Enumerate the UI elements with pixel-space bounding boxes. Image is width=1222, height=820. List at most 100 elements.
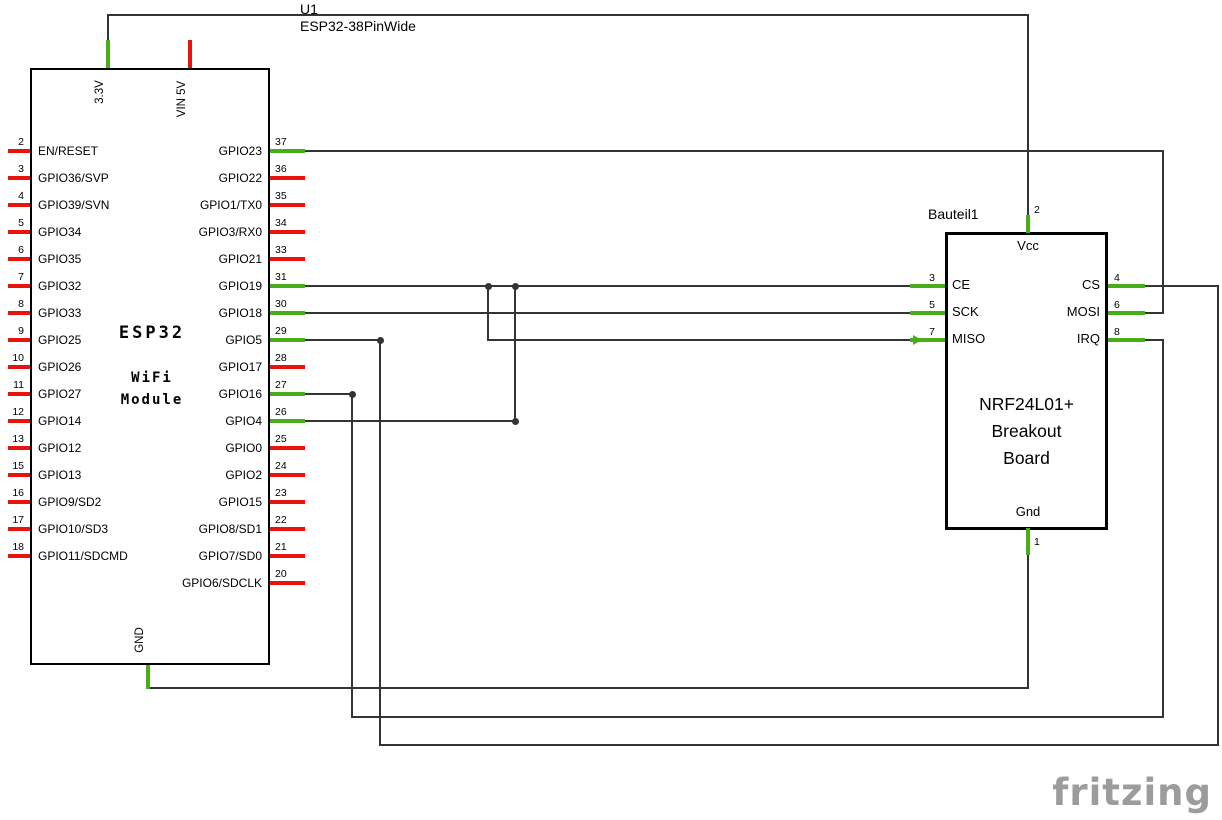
pin-VIN 5V[interactable] (188, 40, 192, 68)
pin-CE[interactable] (910, 284, 945, 288)
pin-SCK[interactable] (910, 311, 945, 315)
pin-GPIO32[interactable] (8, 284, 30, 288)
pin-GPIO13[interactable] (8, 473, 30, 477)
wire-3v3-to-vcc[interactable] (107, 14, 109, 41)
pin-GPIO8/SD1[interactable] (270, 527, 305, 531)
pin-GPIO14[interactable] (8, 419, 30, 423)
pin-label-GPIO21: GPIO21 (218, 252, 262, 266)
wire-gpio5-to-cs[interactable] (379, 339, 381, 746)
pin-GPIO5[interactable] (270, 338, 305, 342)
wire-gpio16-to-irq[interactable] (351, 716, 1164, 718)
pin-GPIO0[interactable] (270, 446, 305, 450)
wire-gpio19-to-miso[interactable] (304, 285, 516, 287)
pin-GPIO7/SD0[interactable] (270, 554, 305, 558)
pin-number-33: 33 (275, 244, 287, 256)
pin-GPIO18[interactable] (270, 311, 305, 315)
wire-gpio23-to-mosi[interactable] (1144, 312, 1164, 314)
wire-gpio5-to-cs[interactable] (1217, 285, 1219, 746)
pin-Gnd[interactable] (1026, 528, 1030, 555)
pin-GPIO33[interactable] (8, 311, 30, 315)
pin-MOSI[interactable] (1108, 311, 1145, 315)
pin-GPIO3/RX0[interactable] (270, 230, 305, 234)
wire-3v3-to-vcc[interactable] (1027, 14, 1029, 216)
wire-bendpoint[interactable] (485, 283, 492, 290)
pin-GPIO9/SD2[interactable] (8, 500, 30, 504)
pin-GPIO27[interactable] (8, 392, 30, 396)
pin-number-35: 35 (275, 190, 287, 202)
pin-GPIO10/SD3[interactable] (8, 527, 30, 531)
wire-bendpoint[interactable] (349, 391, 356, 398)
wire-bendpoint[interactable] (512, 283, 519, 290)
pin-GPIO21[interactable] (270, 257, 305, 261)
wire-gnd-to-gnd[interactable] (1027, 554, 1029, 689)
wire-gpio16-to-irq[interactable] (304, 393, 353, 395)
pin-GPIO19[interactable] (270, 284, 305, 288)
pin-CS[interactable] (1108, 284, 1145, 288)
pin-MISO[interactable] (910, 338, 945, 342)
pin-GPIO35[interactable] (8, 257, 30, 261)
wire-gpio23-to-mosi[interactable] (304, 150, 1164, 152)
pin-GPIO6/SDCLK[interactable] (270, 581, 305, 585)
pin-number-37: 37 (275, 136, 287, 148)
pin-GPIO23[interactable] (270, 149, 305, 153)
pin-number-7: 7 (18, 271, 24, 283)
pin-GPIO25[interactable] (8, 338, 30, 342)
pin-GPIO11/SDCMD[interactable] (8, 554, 30, 558)
pin-GPIO34[interactable] (8, 230, 30, 234)
wire-gpio4-to-ce[interactable] (304, 420, 516, 422)
pin-number-18: 18 (12, 541, 24, 553)
wire-gpio4-to-ce[interactable] (514, 285, 911, 287)
pin-GPIO1/TX0[interactable] (270, 203, 305, 207)
wire-gpio23-to-mosi[interactable] (1162, 150, 1164, 314)
pin-GPIO2[interactable] (270, 473, 305, 477)
esp32-designator-label[interactable]: U1 (300, 1, 318, 17)
pin-GPIO12[interactable] (8, 446, 30, 450)
pin-label-3.3V: 3.3V (94, 80, 106, 104)
pin-IRQ[interactable] (1108, 338, 1145, 342)
pin-3.3V[interactable] (106, 40, 110, 68)
wire-gpio4-to-ce[interactable] (514, 285, 516, 422)
pin-number-2: 2 (18, 136, 24, 148)
pin-label-GPIO1/TX0: GPIO1/TX0 (199, 198, 262, 212)
wire-gnd-to-gnd[interactable] (147, 687, 1029, 689)
pin-label-GPIO33: GPIO33 (38, 306, 82, 320)
esp32-component-body[interactable] (30, 68, 270, 665)
esp32-part-name-label[interactable]: ESP32-38PinWide (300, 18, 416, 34)
pin-GPIO26[interactable] (8, 365, 30, 369)
pin-GPIO22[interactable] (270, 176, 305, 180)
pin-GND[interactable] (146, 665, 150, 689)
pin-GPIO39/SVN[interactable] (8, 203, 30, 207)
pin-EN/RESET[interactable] (8, 149, 30, 153)
pin-GPIO4[interactable] (270, 419, 305, 423)
wire-gpio16-to-irq[interactable] (1162, 339, 1164, 718)
pin-number-3: 3 (929, 272, 935, 284)
pin-GPIO36/SVP[interactable] (8, 176, 30, 180)
wire-gpio16-to-irq[interactable] (351, 393, 353, 718)
pin-GPIO15[interactable] (270, 500, 305, 504)
pin-number-6: 6 (18, 244, 24, 256)
pin-label-GPIO35: GPIO35 (38, 252, 82, 266)
pin-label-GPIO7/SD0: GPIO7/SD0 (198, 549, 262, 563)
pin-label-Vcc: Vcc (1017, 238, 1039, 253)
pin-number-25: 25 (275, 433, 287, 445)
wire-gpio5-to-cs[interactable] (1144, 285, 1219, 287)
wire-gpio5-to-cs[interactable] (379, 744, 1219, 746)
wire-gpio5-to-cs[interactable] (304, 339, 381, 341)
nrf24-component-body[interactable] (945, 232, 1108, 530)
wire-bendpoint[interactable] (377, 337, 384, 344)
nrf24-designator-label[interactable]: Bauteil1 (928, 206, 979, 222)
pin-number-36: 36 (275, 163, 287, 175)
wire-3v3-to-vcc[interactable] (107, 14, 1029, 16)
wire-gpio18-to-sck[interactable] (304, 312, 911, 314)
pin-GPIO16[interactable] (270, 392, 305, 396)
pin-label-GPIO39/SVN: GPIO39/SVN (38, 198, 110, 212)
wire-bendpoint[interactable] (512, 418, 519, 425)
wire-gpio16-to-irq[interactable] (1144, 339, 1164, 341)
wire-gpio19-to-miso[interactable] (487, 339, 913, 341)
pin-GPIO17[interactable] (270, 365, 305, 369)
pin-Vcc[interactable] (1026, 215, 1030, 233)
pin-label-GPIO6/SDCLK: GPIO6/SDCLK (181, 576, 262, 590)
pin-number-30: 30 (275, 298, 287, 310)
pin-number-16: 16 (12, 487, 24, 499)
